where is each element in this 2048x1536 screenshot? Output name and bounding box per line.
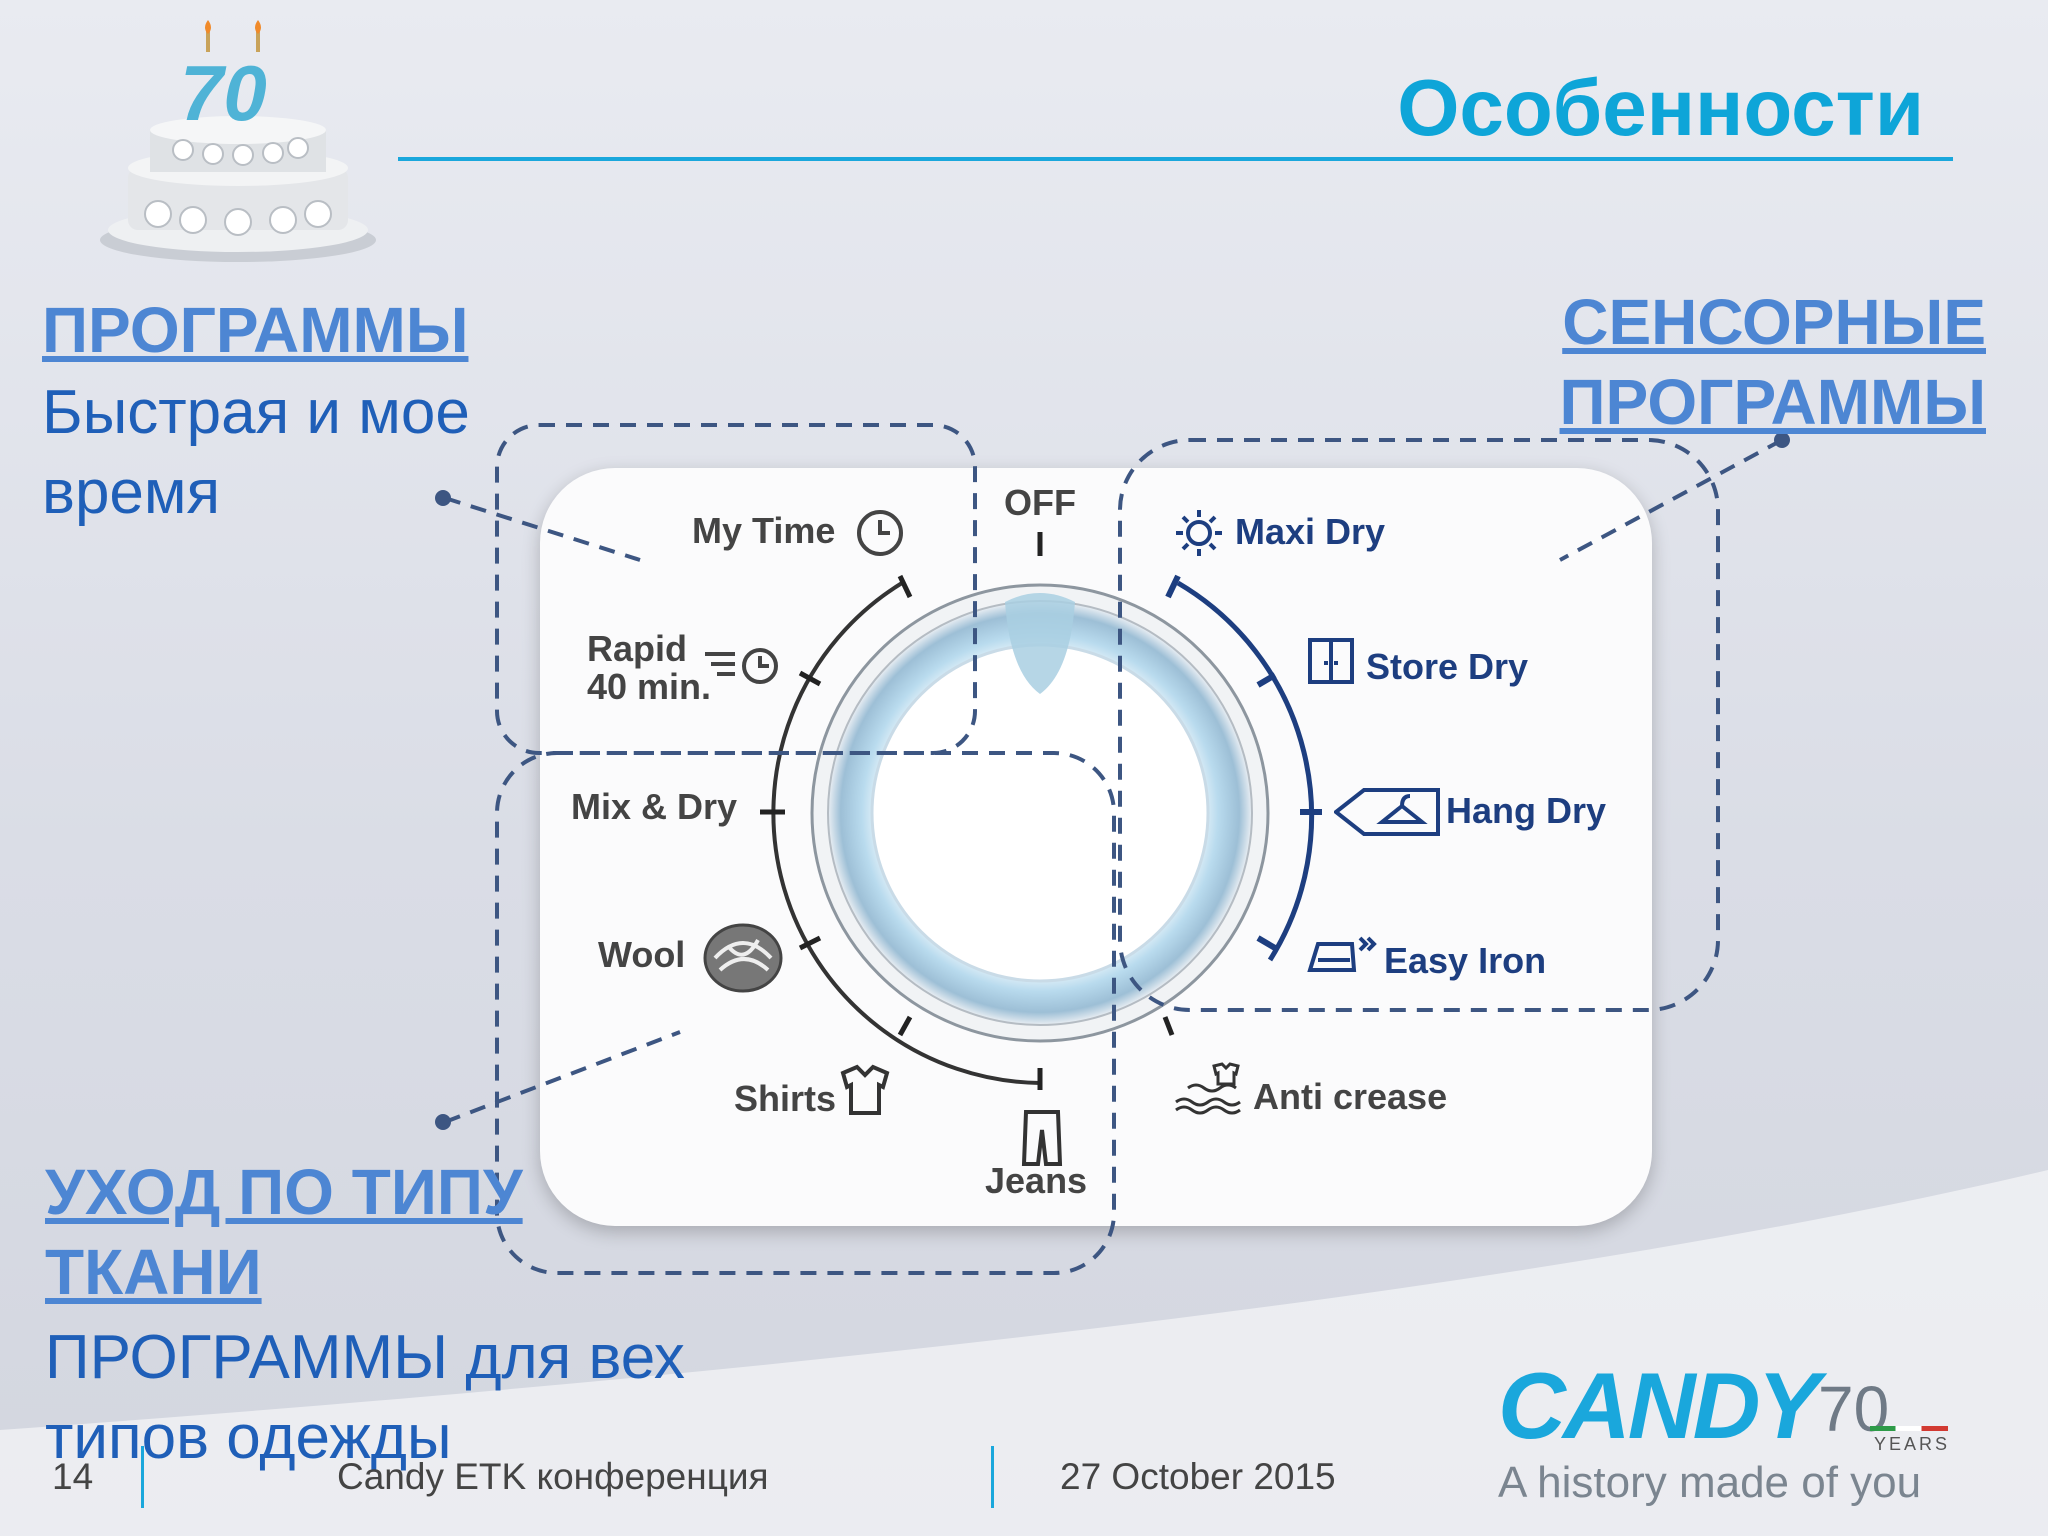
cake-number: 70 <box>180 49 267 137</box>
iron-icon <box>1307 936 1377 972</box>
dial-wool-label: Wool <box>598 934 686 975</box>
fabric-care-heading-line2: ТКАНИ <box>45 1236 262 1308</box>
jeans-icon <box>1021 1110 1063 1166</box>
logo-flag-stripe <box>1870 1426 1948 1431</box>
programs-heading: ПРОГРАММЫ <box>42 294 469 366</box>
anniversary-cake-logo: 70 <box>88 18 388 268</box>
sensor-programs-heading-line1: СЕНСОРНЫЕ <box>1562 286 1986 358</box>
dial-maxi-dry-label: Maxi Dry <box>1235 511 1386 552</box>
dial-jeans-label: Jeans <box>985 1160 1088 1201</box>
footer-separator-1 <box>141 1446 144 1508</box>
wardrobe-icon <box>1308 638 1354 684</box>
hanger-icon <box>1334 788 1440 836</box>
rapid-stopwatch-icon <box>705 648 778 684</box>
footer-date: 27 October 2015 <box>1060 1456 1336 1497</box>
logo-anniversary-number: 70 <box>1818 1373 1890 1445</box>
fabric-care-desc-line2: типов одежды <box>45 1403 452 1472</box>
logo-tagline: A history made of you <box>1498 1458 1922 1507</box>
dial-hang-dry-label: Hang Dry <box>1446 790 1607 831</box>
footer-event-name: Candy ETK конференция <box>337 1456 769 1497</box>
fabric-care-desc-line1: ПРОГРАММЫ для вех <box>45 1323 685 1392</box>
anti-crease-icon <box>1175 1062 1241 1115</box>
dial-shirts-label: Shirts <box>734 1078 837 1119</box>
programs-desc-line2: время <box>42 458 221 527</box>
shirt-icon <box>840 1064 890 1115</box>
clock-icon <box>857 510 903 556</box>
fabric-care-heading-line1: УХОД ПО ТИПУ <box>45 1156 523 1228</box>
candy-brand-logo: CANDY <box>1498 1353 1820 1458</box>
footer-separator-2 <box>991 1446 994 1508</box>
slide-title: Особенности <box>1397 63 1924 152</box>
dial-my-time-label: My Time <box>692 510 836 551</box>
wool-icon <box>703 923 783 993</box>
title-underline <box>398 157 1953 161</box>
dial-rapid-time-label: 40 min. <box>587 666 712 707</box>
programs-desc-line1: Быстрая и мое <box>42 378 470 447</box>
dial-easy-iron-label: Easy Iron <box>1384 940 1547 981</box>
sensor-programs-heading-line2: ПРОГРАММЫ <box>1559 366 1986 438</box>
dial-off-label: OFF <box>1004 482 1076 523</box>
sun-icon <box>1176 510 1222 556</box>
logo-years-label: YEARS <box>1874 1434 1951 1454</box>
dial-anti-crease-label: Anti crease <box>1253 1076 1448 1117</box>
page-number: 14 <box>52 1456 94 1497</box>
dial-rapid-label: Rapid <box>587 628 688 669</box>
dial-mix-dry-label: Mix & Dry <box>571 786 738 827</box>
dial-store-dry-label: Store Dry <box>1366 646 1529 687</box>
